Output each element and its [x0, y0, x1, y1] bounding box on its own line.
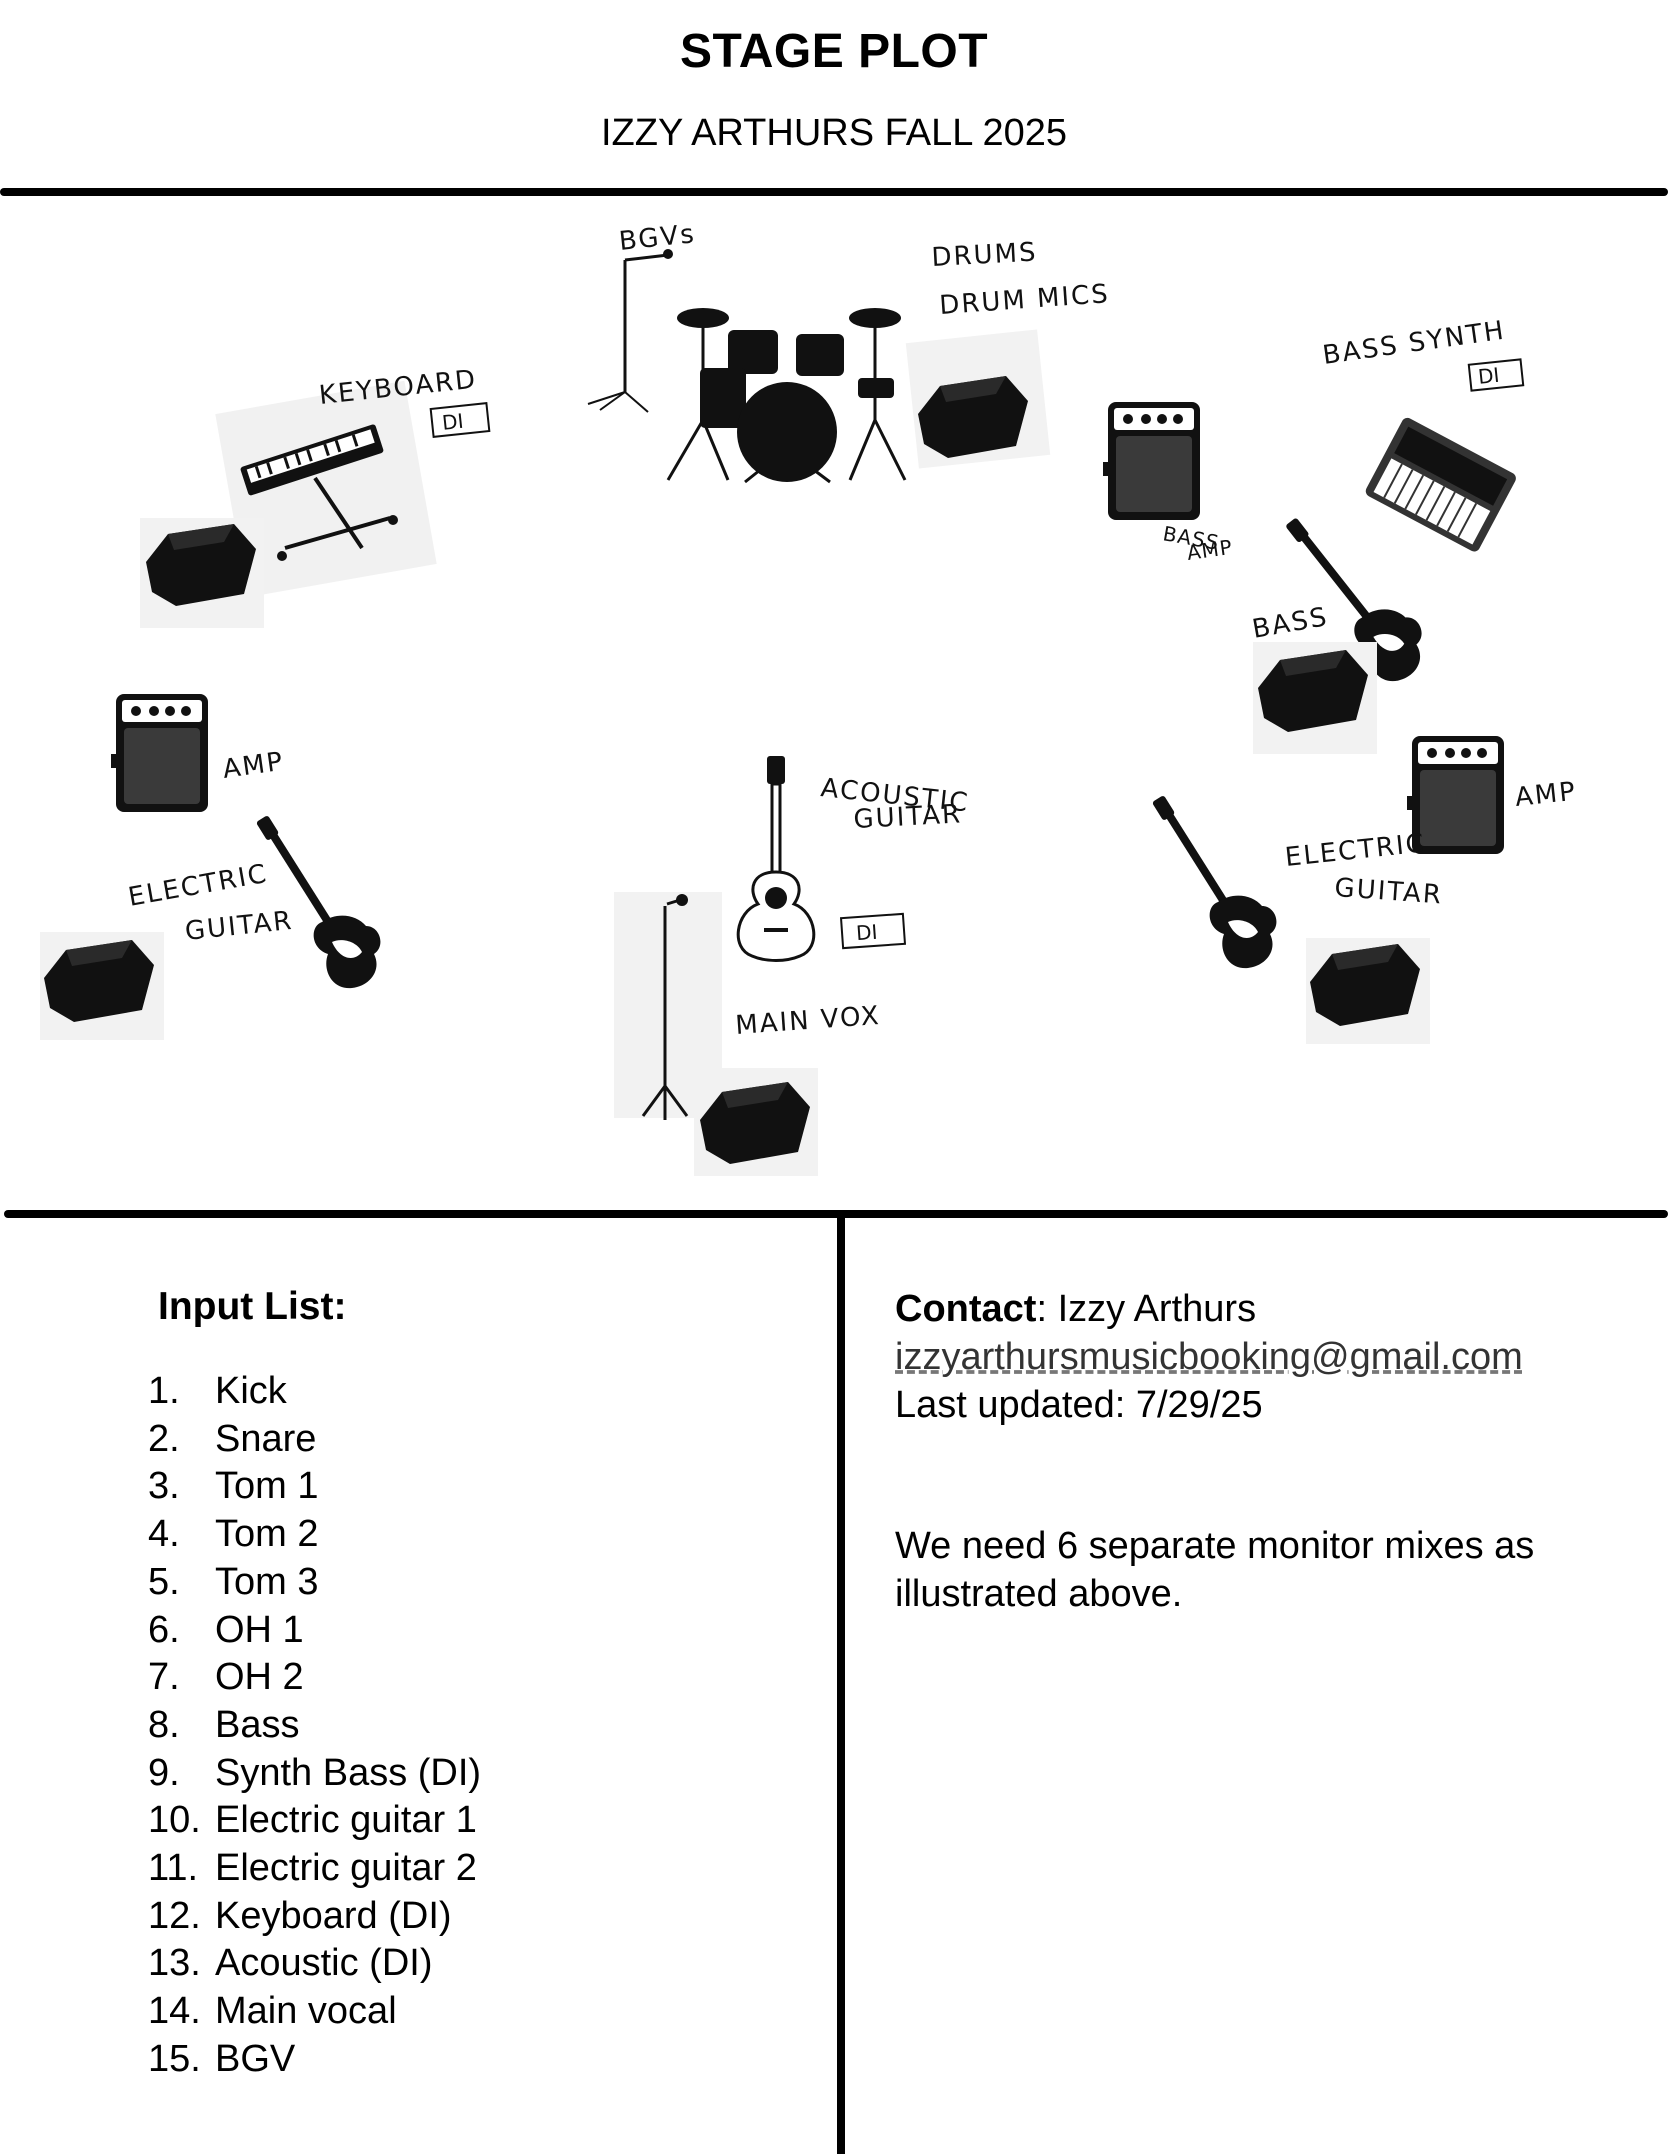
- input-number: 6.: [148, 1608, 180, 1651]
- input-list-item: 5. Tom 3: [148, 1559, 481, 1607]
- right-electric-guitar-icon: [1152, 795, 1277, 968]
- input-list-item: 15. BGV: [148, 2036, 481, 2084]
- right-guitar-label-line1: ELECTRIC: [1284, 828, 1428, 873]
- input-number: 7.: [148, 1656, 180, 1699]
- input-label: Bass: [215, 1703, 300, 1746]
- input-number: 8.: [148, 1703, 180, 1746]
- input-label: OH 2: [215, 1656, 304, 1699]
- left-guitar-amp-icon: [111, 694, 208, 812]
- column-divider: [837, 1214, 845, 2154]
- main-vox-label: MAIN VOX: [734, 1001, 881, 1041]
- contact-label: Contact: [895, 1288, 1037, 1330]
- monitor-mix-note: We need 6 separate monitor mixes as illu…: [895, 1525, 1535, 1615]
- input-list-item: 13. Acoustic (DI): [148, 1940, 481, 1988]
- input-label: Snare: [215, 1417, 317, 1460]
- bgvs-label: BGVs: [618, 219, 698, 257]
- input-list-item: 14. Main vocal: [148, 1988, 481, 2036]
- input-list-item: 7. OH 2: [148, 1654, 481, 1702]
- keyboard-di-box: [429, 402, 491, 438]
- acoustic-label-line2: GUITAR: [853, 799, 963, 835]
- input-number: 13.: [148, 1942, 201, 1985]
- acoustic-di-box: [839, 912, 907, 950]
- input-number: 14.: [148, 1990, 201, 2033]
- input-number: 9.: [148, 1751, 180, 1794]
- input-number: 3.: [148, 1465, 180, 1508]
- input-number: 11.: [148, 1847, 199, 1890]
- page-subtitle: IZZY ARTHURS FALL 2025: [600, 112, 1068, 154]
- input-number: 1.: [148, 1370, 180, 1412]
- stage-plot-diagram: BGVs DRUMS DRUM MICS KEYBOARD DI BASS SY…: [40, 219, 1579, 1176]
- main-vocal-mic-stand-icon: [641, 894, 689, 1122]
- drums-label: DRUMS: [931, 237, 1038, 273]
- contact-name: : Izzy Arthurs: [1036, 1288, 1257, 1330]
- acoustic-di-label: DI: [855, 920, 878, 945]
- input-number: 4.: [148, 1513, 180, 1556]
- bass-synth-di-label: DI: [1477, 363, 1501, 389]
- contact-block: Contact: Izzy Arthurs izzyarthursmusicbo…: [895, 1285, 1523, 1429]
- input-list-item: 4. Tom 2: [148, 1511, 481, 1559]
- left-electric-guitar-icon: [256, 815, 381, 988]
- bass-amp-icon: [1103, 402, 1200, 520]
- input-list-item: 11. Electric guitar 2: [148, 1845, 481, 1893]
- input-list-item: 8. Bass: [148, 1702, 481, 1750]
- top-divider: [0, 188, 1668, 196]
- acoustic-guitar-icon: [736, 756, 816, 962]
- bass-synth-label: BASS SYNTH: [1321, 316, 1508, 371]
- left-guitar-label-line1: ELECTRIC: [126, 859, 270, 913]
- input-number: 15.: [148, 2037, 201, 2080]
- left-guitar-label-line2: GUITAR: [184, 906, 295, 947]
- middle-divider: [4, 1210, 1668, 1218]
- input-number: 2.: [148, 1417, 180, 1460]
- input-list-item: 10. Electric guitar 1: [148, 1797, 481, 1845]
- right-guitar-label-line2: GUITAR: [1334, 873, 1444, 910]
- input-label: Keyboard (DI): [215, 1894, 452, 1937]
- input-list-item: 1. Kick: [148, 1368, 481, 1416]
- input-list: 1. Kick 2. Snare 3. Tom 1 4. Tom 2 5. Tom 3 6. OH 1…: [148, 1368, 481, 2084]
- input-list-item: 6. OH 1: [148, 1607, 481, 1655]
- keyboard-di-label: DI: [441, 409, 465, 435]
- input-label: Electric guitar 1: [215, 1799, 477, 1842]
- bgv-mic-stand-icon: [587, 249, 673, 413]
- input-label: Kick: [215, 1370, 287, 1412]
- bass-label: BASS: [1250, 602, 1331, 645]
- last-updated: Last updated: 7/29/25: [895, 1384, 1263, 1426]
- bass-synth-di-box: [1467, 358, 1525, 392]
- bass-synth-icon: [1365, 417, 1516, 552]
- left-amp-label: AMP: [221, 747, 286, 785]
- input-number: 10.: [148, 1799, 201, 1842]
- input-label: Acoustic (DI): [215, 1942, 433, 1985]
- input-list-heading: Input List:: [158, 1285, 347, 1328]
- right-amp-label: AMP: [1514, 777, 1579, 813]
- bass-amp-label-line2: AMP: [1185, 535, 1234, 565]
- drum-mics-label: DRUM MICS: [938, 279, 1110, 321]
- contact-email-link[interactable]: izzyarthursmusicbooking@gmail.com: [895, 1336, 1523, 1378]
- input-label: OH 1: [215, 1608, 304, 1651]
- input-number: 12.: [148, 1894, 201, 1937]
- input-list-item: 3. Tom 1: [148, 1463, 481, 1511]
- drum-kit-icon: [666, 308, 907, 484]
- input-list-item: 2. Snare: [148, 1416, 481, 1464]
- input-label: BGV: [215, 2037, 296, 2080]
- input-label: Synth Bass (DI): [215, 1751, 482, 1794]
- input-label: Electric guitar 2: [215, 1847, 477, 1890]
- input-label: Tom 1: [215, 1465, 319, 1508]
- keyboard-icon: [240, 424, 384, 496]
- page-title: STAGE PLOT: [679, 25, 989, 78]
- input-label: Tom 3: [215, 1560, 319, 1603]
- input-label: Tom 2: [215, 1513, 319, 1556]
- contact-line: Contact: Izzy Arthurs: [895, 1285, 1523, 1333]
- input-list-item: 9. Synth Bass (DI): [148, 1750, 481, 1798]
- input-number: 5.: [148, 1560, 180, 1603]
- input-label: Main vocal: [215, 1990, 397, 2033]
- input-list-item: 12. Keyboard (DI): [148, 1893, 481, 1941]
